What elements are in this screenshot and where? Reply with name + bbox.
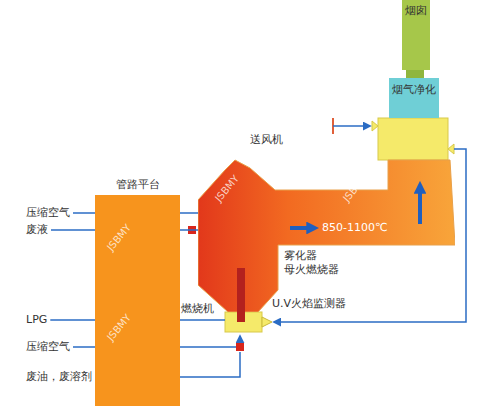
air-line: [333, 125, 370, 127]
fitting: [372, 121, 378, 131]
mixer-dot: [236, 343, 244, 351]
chimney: 烟囱: [402, 0, 430, 70]
flue-gas-cleaner: 烟气净化: [389, 78, 439, 118]
input-label: LPG: [26, 313, 47, 327]
top-box: [378, 118, 448, 160]
pipe-connector: [180, 212, 198, 214]
chimney-collar: [406, 70, 424, 78]
node-heading: 管路平台: [116, 178, 160, 192]
watermark: JSBMY: [340, 172, 371, 205]
pipe-connector: [180, 229, 198, 231]
pipe-platform: 管路平台: [95, 195, 180, 406]
pipe-line: [180, 319, 225, 321]
watermark: JSBMY: [104, 221, 135, 254]
input-label: 废液: [26, 223, 48, 237]
burner-rod: [237, 268, 245, 312]
part-label: 母火燃烧器: [284, 263, 339, 277]
pipe-line: [73, 212, 95, 214]
watermark: JSBMY: [104, 311, 135, 344]
pipe-line: [73, 346, 95, 348]
uv-detector: [262, 317, 272, 327]
pipe-line: [180, 352, 240, 377]
node-label: 烟气净化: [392, 83, 436, 97]
part-label: 送风机: [250, 133, 283, 147]
node-label: 烟囱: [405, 4, 427, 18]
input-label: 压缩空气: [26, 206, 70, 220]
input-label: 废油，废溶剂: [26, 370, 92, 384]
watermark: JSBMY: [212, 172, 243, 205]
part-label: 燃烧机: [181, 302, 214, 316]
part-label: 雾化器: [284, 249, 317, 263]
feed-line: [239, 336, 241, 343]
flow-arrow: [290, 226, 314, 230]
node-label: 850-1100℃: [322, 221, 387, 235]
pipe-line: [180, 346, 236, 348]
flow-arrow: [418, 186, 422, 224]
input-label: 压缩空气: [26, 340, 70, 354]
furnace-body: [198, 160, 455, 312]
part-label: U.V火焰监测器: [272, 297, 346, 311]
pipe-line: [50, 319, 95, 321]
pipe-line: [51, 229, 95, 231]
fitting: [448, 144, 454, 154]
